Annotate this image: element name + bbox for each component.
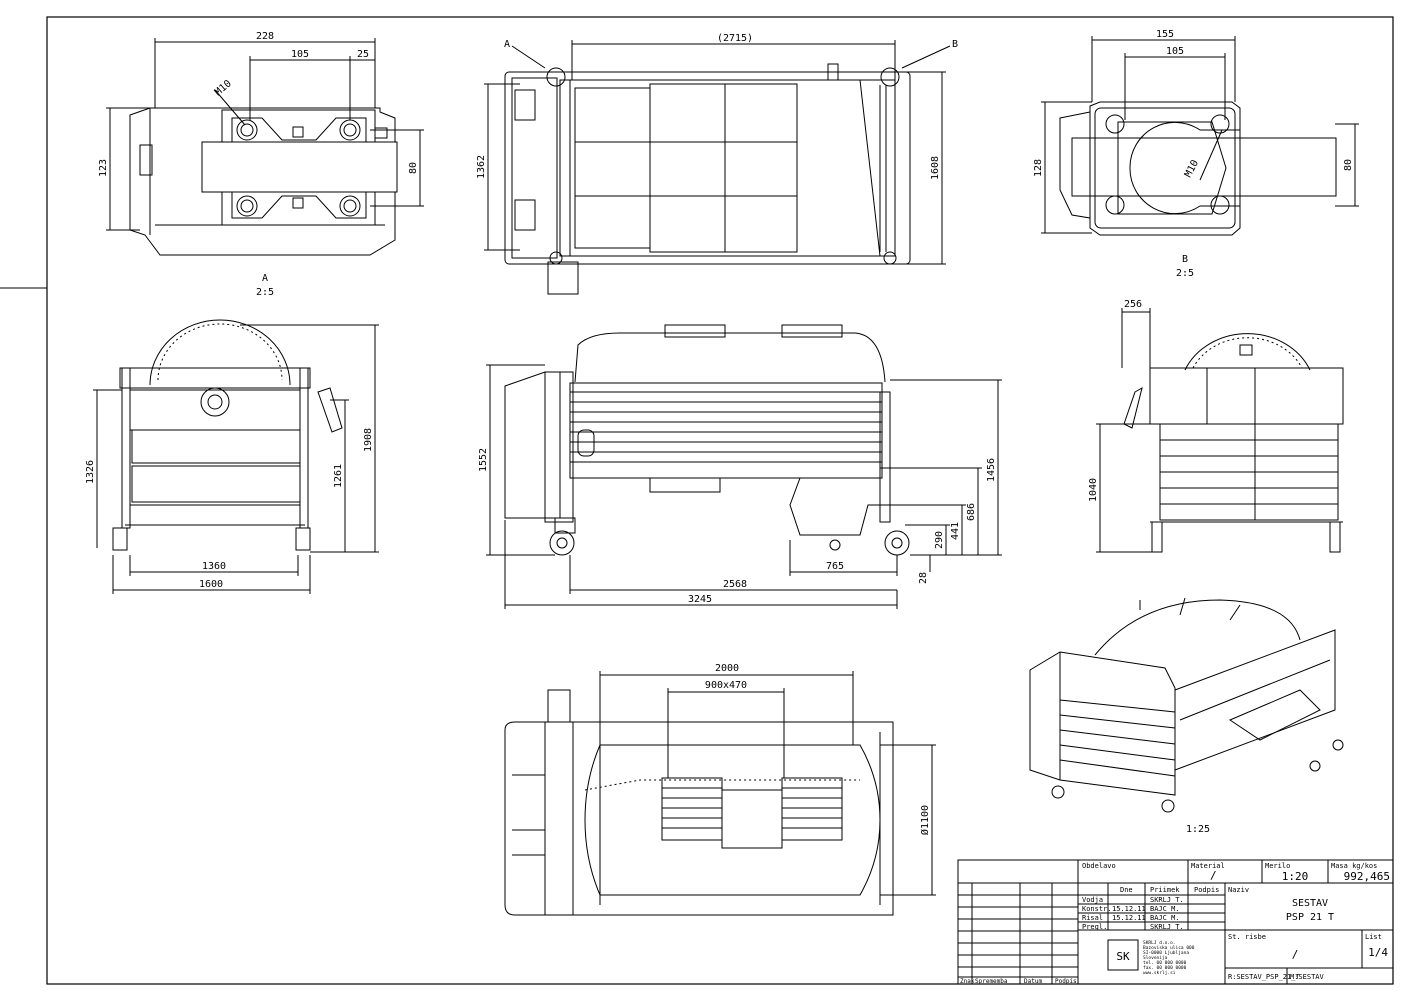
detail-b-view: [1041, 36, 1359, 236]
tb-col-dne: Dne: [1120, 886, 1133, 894]
front-dim-4: 1600: [199, 579, 223, 590]
tb-list-value: 1/4: [1368, 946, 1388, 959]
tb-rev-sprememba: Sprememba: [975, 978, 1008, 985]
tb-date-2: 15.12.11: [1112, 914, 1146, 922]
tb-company-2: SI-0000 Ljubljana: [1143, 950, 1189, 956]
detail-b-dim-0: 155: [1156, 29, 1174, 40]
callout-b: B: [952, 39, 958, 50]
detail-b-dim-3: 128: [1033, 159, 1044, 177]
side-dim-6: 765: [826, 561, 844, 572]
tb-obdelavo: Obdelavo: [1082, 862, 1116, 870]
detail-a-scale: 2:5: [256, 287, 274, 298]
detail-a-dim-3: M10: [213, 78, 234, 98]
side-dim-5: 28: [918, 572, 929, 584]
title-block-text: Obdelavo Material / Merilo 1:20 Masa kg/…: [960, 862, 1390, 985]
front-dim-0: 1326: [85, 460, 96, 484]
top-dim-2: 1608: [930, 156, 941, 180]
tb-st-risbe-value: /: [1292, 948, 1299, 961]
rear-view: [1096, 308, 1344, 553]
top-dim-1: 1362: [476, 155, 487, 179]
detail-a-dim-1: 105: [291, 49, 309, 60]
tb-company-0: SKRLJ d.o.o.: [1143, 940, 1176, 946]
side-dim-3: 441: [950, 522, 961, 540]
drawing-frame: [46, 16, 1394, 985]
tb-company-5: fax. 00 000 0000: [1143, 965, 1187, 971]
tb-col-priimek: Priimek: [1150, 886, 1180, 894]
tb-list-label: List: [1365, 933, 1382, 941]
detail-b-dim-1: 105: [1166, 46, 1184, 57]
detail-a-view: [106, 38, 424, 256]
company-logo: SK: [1116, 950, 1130, 963]
detail-b-scale: 2:5: [1176, 268, 1194, 279]
side-dim-2: 686: [966, 503, 977, 521]
tb-role-3: Pregl.: [1082, 923, 1107, 931]
detail-a-dim-2: 25: [357, 49, 369, 60]
tb-rev-podpis: Podpis: [1055, 978, 1077, 985]
title-block: [957, 859, 1394, 985]
side-dim-8: 3245: [688, 594, 712, 605]
detail-a-dim-0: 228: [256, 31, 274, 42]
side-dim-4: 290: [934, 531, 945, 549]
tb-name-0: SKRLJ T.: [1150, 896, 1184, 904]
front-dim-2: 1261: [333, 464, 344, 488]
iso-scale: 1:25: [1186, 824, 1210, 835]
tb-material-label: Material: [1191, 862, 1225, 870]
side-view: [486, 324, 1002, 609]
bottom-view: [504, 671, 936, 916]
tb-masa-value: 992,465: [1344, 870, 1390, 883]
tb-material-value: /: [1210, 869, 1217, 882]
rear-dim-0: 256: [1124, 299, 1142, 310]
tb-role-2: Risal: [1082, 914, 1103, 922]
tb-rev-znak: Znak: [960, 978, 975, 985]
tb-name-3: SKRLJ T.: [1150, 923, 1184, 931]
tb-col-podpis: Podpis: [1194, 886, 1219, 894]
tb-naziv-1: SESTAV: [1292, 898, 1328, 909]
callout-a: A: [504, 39, 510, 50]
front-view: [93, 319, 379, 594]
tb-masa-label: Masa kg/kos: [1331, 862, 1377, 870]
top-view: [484, 40, 951, 295]
front-dim-1: 1908: [363, 428, 374, 452]
detail-b-dim-4: 80: [1343, 159, 1354, 171]
tb-merilo-value: 1:20: [1282, 870, 1309, 883]
tb-st-risbe-label: St. risbe: [1228, 933, 1266, 941]
tb-role-0: Vodja: [1082, 896, 1103, 904]
tb-naziv-label: Naziv: [1228, 886, 1249, 894]
tb-merilo-label: Merilo: [1265, 862, 1290, 870]
top-dim-0: (2715): [717, 33, 753, 44]
detail-b-dim-2: M10: [1183, 158, 1201, 179]
detail-a-dim-4: 123: [98, 159, 109, 177]
tb-name-1: BAJC M.: [1150, 905, 1180, 913]
side-dim-7: 2568: [723, 579, 747, 590]
tb-date-1: 15.12.11: [1112, 905, 1146, 913]
bottom-dim-2: Ø1100: [919, 805, 931, 835]
front-dim-3: 1360: [202, 561, 226, 572]
tb-role-1: Konstr.: [1082, 905, 1112, 913]
detail-b-label: B: [1182, 254, 1188, 265]
side-dim-0: 1552: [478, 448, 489, 472]
iso-view: [1029, 597, 1344, 813]
rear-dim-1: 1040: [1088, 478, 1099, 502]
side-dim-1: 1456: [986, 458, 997, 482]
tb-name-2: BAJC M.: [1150, 914, 1180, 922]
tb-naziv-2: PSP 21 T: [1286, 912, 1334, 923]
detail-a-label: A: [262, 273, 268, 284]
tb-rev-datum: Datum: [1024, 978, 1042, 985]
bottom-dim-1: 900x470: [705, 680, 747, 691]
tb-company-6: www.skrlj.si: [1143, 970, 1176, 976]
detail-a-dim-5: 80: [408, 162, 419, 174]
tb-company-4: tel. 00 000 0000: [1143, 960, 1187, 966]
tb-file-1: R:SESTAV_PSP_21_T: [1228, 973, 1300, 981]
tb-company-1: Bazoviska ulica 000: [1143, 945, 1195, 951]
tb-file-2: M:SESTAV: [1290, 973, 1325, 981]
tb-company-3: Slovenija: [1143, 955, 1168, 961]
bottom-dim-0: 2000: [715, 663, 739, 674]
